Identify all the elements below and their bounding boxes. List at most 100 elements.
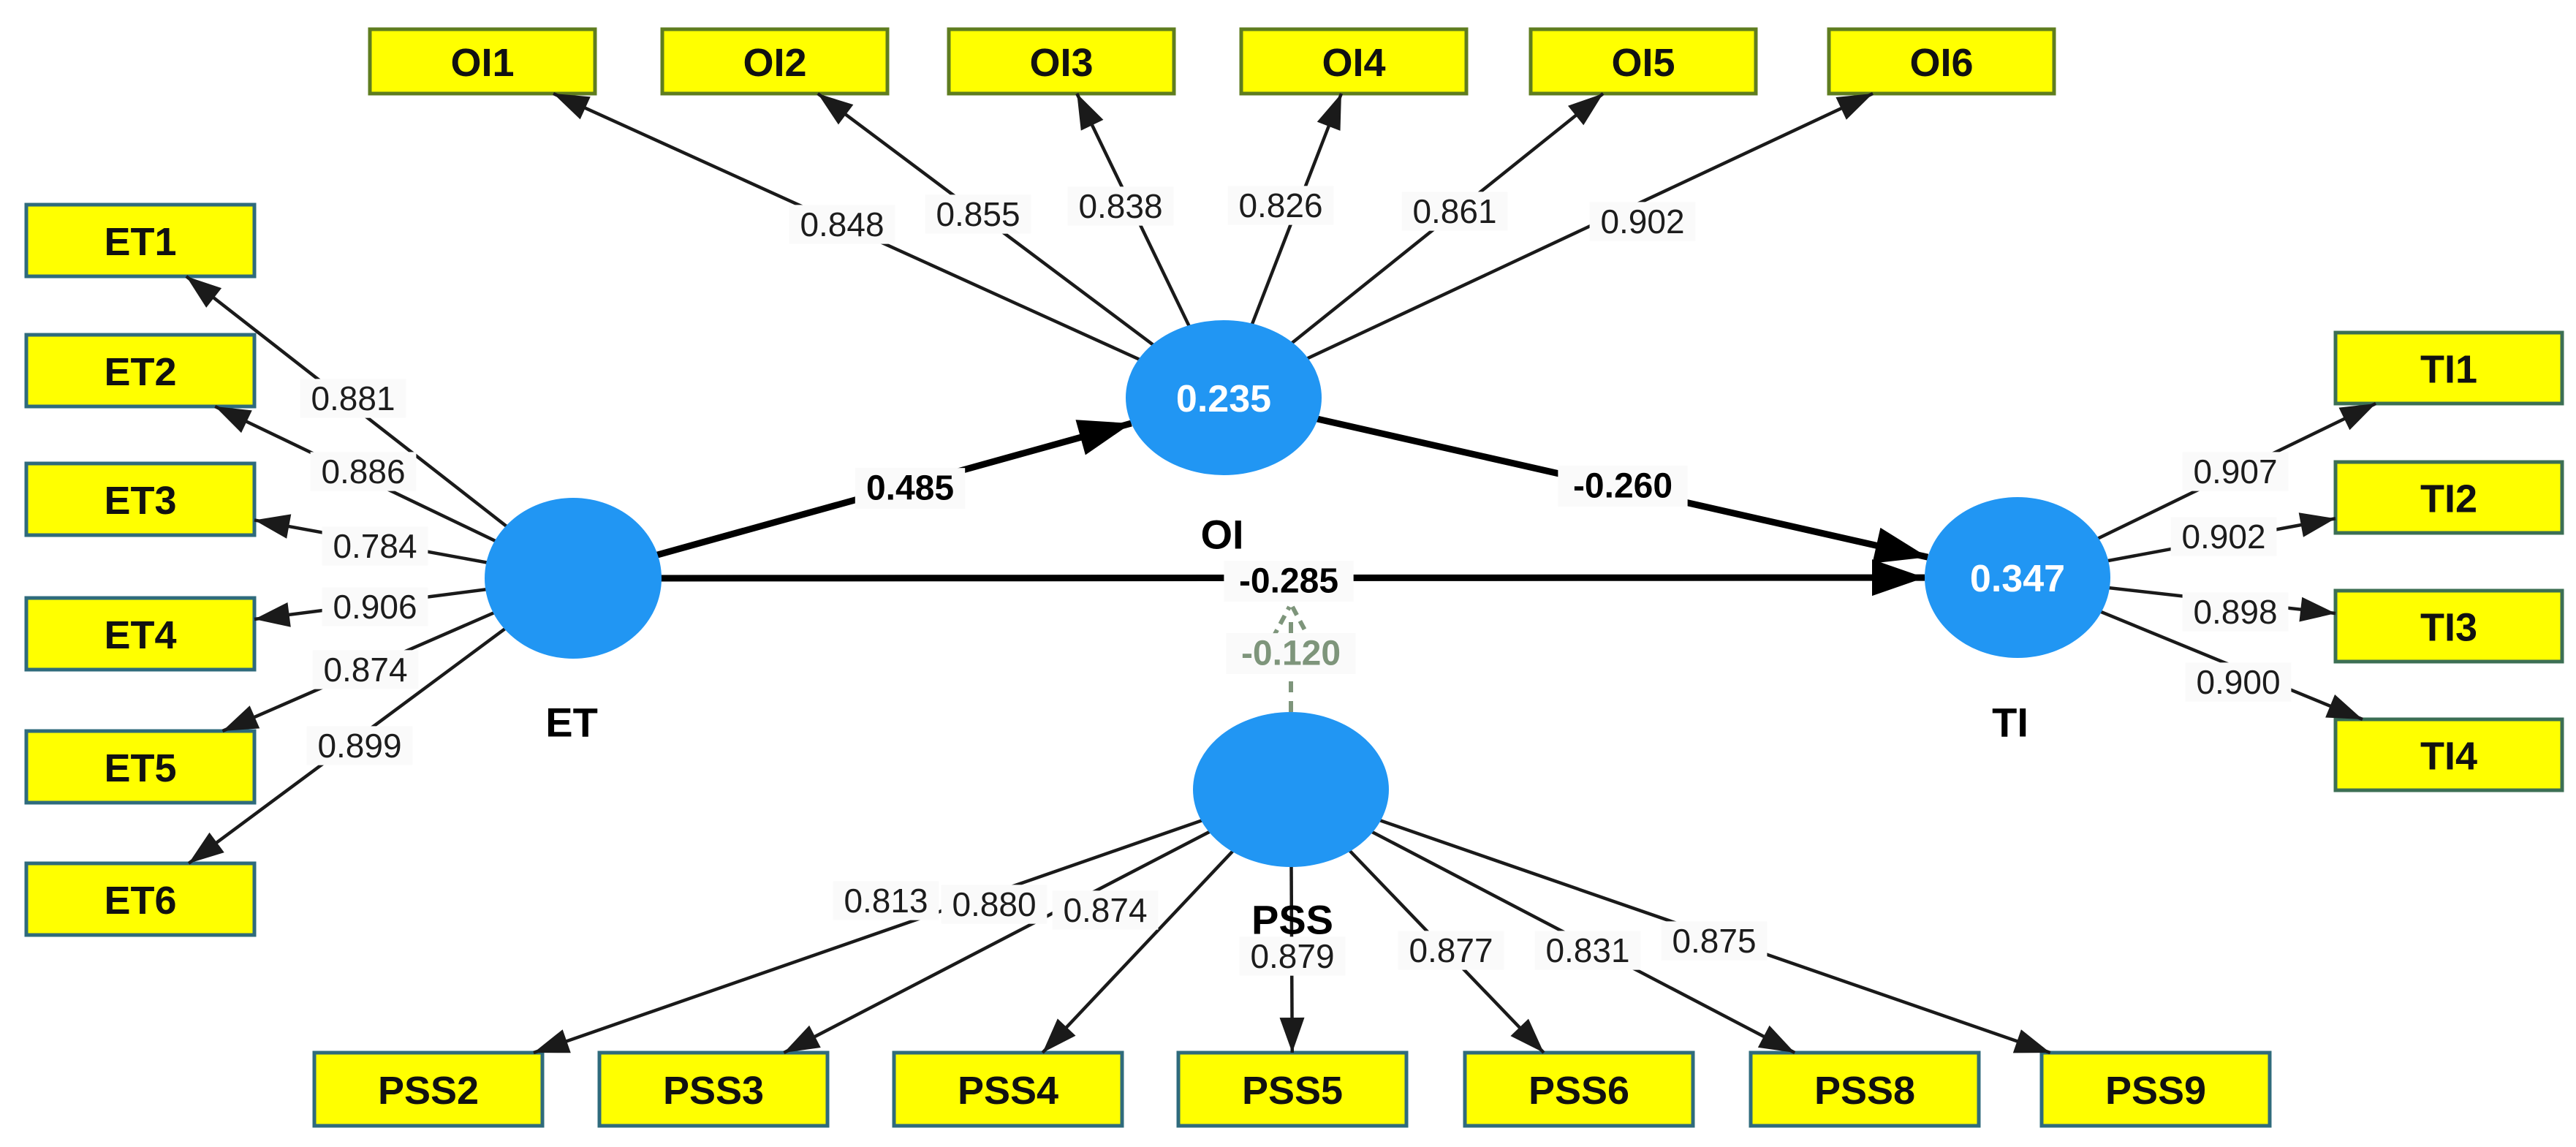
construct-label-OI: OI [1200,512,1243,558]
indicator-box-TI3 [2333,588,2564,664]
loading-arrowhead-ET5 [222,705,260,731]
indicator-box-OI6 [1827,27,2056,96]
path-coefficient-OI-TI-halo [1558,466,1688,507]
indicator-box-PSS5 [1176,1051,1409,1128]
construct-node-ET [485,498,662,659]
indicator-label-TI3: TI3 [2420,606,2477,650]
loading-arrowhead-OI1 [553,94,591,120]
indicator-label-PSS4: PSS4 [958,1069,1058,1113]
loading-value-PSS9: 0.875 [1672,922,1756,960]
loading-value-TI3: 0.898 [2193,593,2277,631]
loading-value-PSS3: 0.880 [952,885,1036,923]
loading-arrowhead-ET3 [254,514,292,539]
r-squared-value-OI: 0.235 [1176,378,1271,420]
indicator-box-PSS2 [312,1051,545,1128]
indicator-box-ET6 [24,861,257,937]
loading-arrowhead-OI3 [1077,94,1104,131]
indicator-box-PSS9 [2039,1051,2272,1128]
loading-arrowhead-OI6 [1836,94,1874,120]
moderation-arrowhead-right [1290,605,1311,640]
loading-line-PSS9 [1290,787,2051,1055]
indicator-box-PSS8 [1749,1051,1981,1128]
indicator-box-TI1 [2333,330,2564,406]
loading-value-OI3-halo [1067,186,1174,226]
path-coefficient-ET-TI: -0.285 [1239,562,1338,601]
loading-value-OI6: 0.902 [1600,202,1684,241]
indicator-label-PSS8: PSS8 [1814,1069,1915,1113]
moderation-coefficient-PSS-halo [1226,633,1356,674]
loading-value-ET5: 0.874 [323,651,407,689]
loading-arrowhead-PSS8 [1757,1025,1795,1053]
loading-value-ET4: 0.906 [333,588,417,626]
loading-value-ET3: 0.784 [333,527,417,565]
indicator-label-PSS2: PSS2 [378,1069,479,1113]
indicator-label-ET2: ET2 [104,350,176,394]
loading-value-ET6: 0.899 [317,727,401,765]
indicator-box-ET3 [24,461,257,537]
indicator-label-PSS9: PSS9 [2105,1069,2206,1113]
loading-value-TI4: 0.900 [2196,663,2280,701]
loading-line-OI1 [553,91,1224,400]
indicator-label-OI3: OI3 [1029,41,1093,85]
indicator-label-OI1: OI1 [450,41,514,85]
r-squared-value-TI: 0.347 [1970,558,2065,600]
loading-value-PSS5-halo [1239,936,1346,976]
loading-value-ET2-halo [310,452,417,491]
indicator-box-PSS3 [597,1051,830,1128]
indicator-label-TI4: TI4 [2420,735,2477,779]
indicator-box-ET2 [24,333,257,409]
indicator-label-OI4: OI4 [1322,41,1385,85]
loading-value-PSS3-halo [941,885,1048,924]
loading-value-OI5-halo [1401,192,1508,231]
loading-value-OI4: 0.826 [1238,186,1322,224]
path-coefficient-ET-OI: 0.485 [866,469,954,508]
indicator-box-ET5 [24,729,257,805]
indicator-label-ET6: ET6 [104,879,176,923]
path-coefficient-ET-TI-halo [1224,561,1354,602]
indicator-label-OI5: OI5 [1611,41,1675,85]
loading-line-PSS2 [533,787,1292,1055]
indicator-label-PSS3: PSS3 [663,1069,764,1113]
loading-arrowhead-ET6 [189,832,224,863]
loading-arrowhead-TI2 [2298,512,2336,537]
loading-value-TI2: 0.902 [2181,518,2265,556]
indicator-label-PSS6: PSS6 [1528,1069,1629,1113]
loading-arrowhead-PSS4 [1042,1018,1076,1053]
loading-arrowhead-ET1 [186,276,222,308]
indicator-label-OI2: OI2 [743,41,806,85]
loading-value-TI3-halo [2182,592,2289,632]
indicator-label-ET4: ET4 [104,613,176,657]
indicator-box-OI5 [1528,27,1758,96]
construct-node-TI [1925,497,2110,658]
path-arrowhead-ET-TI [1871,559,1925,597]
indicator-label-ET5: ET5 [104,746,176,790]
construct-label-PSS: PSS [1251,897,1333,943]
loading-arrowhead-TI3 [2299,597,2336,622]
loading-value-TI1-halo [2182,452,2289,491]
loading-arrowhead-PSS2 [533,1029,571,1053]
indicator-label-PSS5: PSS5 [1242,1069,1343,1113]
indicator-label-ET3: ET3 [104,479,176,523]
path-line-ET-OI [572,420,1132,582]
indicator-label-TI1: TI1 [2420,348,2477,392]
loading-arrowhead-PSS3 [784,1025,821,1053]
indicator-box-ET1 [24,202,257,279]
path-arrowhead-ET-OI [1075,420,1132,455]
loading-value-ET2: 0.886 [321,453,405,491]
loading-arrowhead-TI4 [2325,694,2363,719]
construct-label-TI: TI [1992,700,2028,746]
indicator-box-ET4 [24,596,257,672]
indicator-box-TI2 [2333,460,2564,535]
loading-value-OI1: 0.848 [800,205,884,243]
path-coefficient-OI-TI: -0.260 [1573,467,1672,506]
loading-value-ET6-halo [306,726,413,765]
indicator-label-TI2: TI2 [2420,477,2477,521]
indicator-label-ET1: ET1 [104,220,176,264]
loading-value-OI4-halo [1227,186,1334,225]
construct-node-PSS [1193,712,1389,867]
loading-value-PSS2-halo [833,881,939,920]
loading-value-ET1: 0.881 [311,379,395,417]
moderation-coefficient-PSS: -0.120 [1241,635,1341,673]
loading-value-PSS5: 0.879 [1250,937,1334,975]
loading-value-PSS2: 0.813 [844,882,928,920]
